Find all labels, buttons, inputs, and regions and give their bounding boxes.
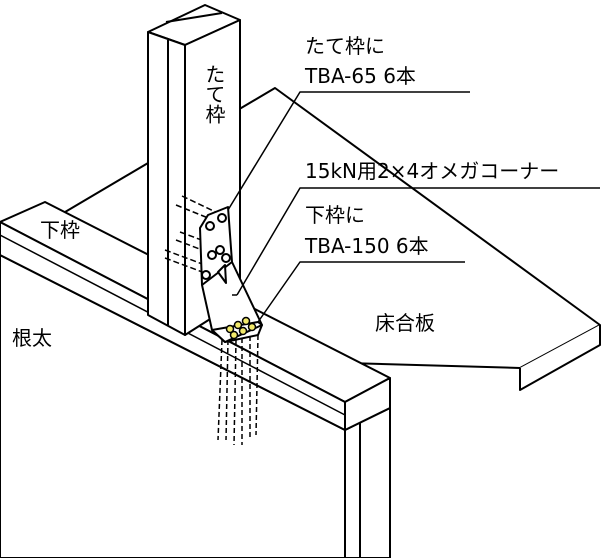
screw-head <box>221 253 231 263</box>
screw-head <box>207 250 217 260</box>
bracket-label: 15kN用2×4オメガコーナー <box>305 159 560 183</box>
sill-label: 下枠 <box>40 218 80 242</box>
screw-head <box>201 270 211 280</box>
stud-screws-label-1: たて枠に <box>305 34 385 58</box>
screw-head <box>215 245 225 255</box>
stud-label: たて枠 <box>202 64 226 124</box>
sill-screws-label-2: TBA-150 6本 <box>305 234 429 258</box>
leader-lines <box>227 91 600 323</box>
stud-screws-label-2: TBA-65 6本 <box>305 64 416 88</box>
sill-screw-head <box>229 330 239 340</box>
omega-corner-bracket <box>199 206 263 343</box>
sill-screws-hidden <box>217 334 259 446</box>
sill-screw-head <box>225 324 235 334</box>
joist-label: 根太 <box>12 326 52 350</box>
sill-screw-head <box>238 326 248 336</box>
sill-screw-head <box>233 320 243 330</box>
sill-screws-label-1: 下枠に <box>305 203 365 227</box>
screw-head <box>217 213 227 223</box>
plywood-label: 床合板 <box>375 311 435 335</box>
sill-screw-head <box>241 316 251 326</box>
screw-head <box>205 221 215 231</box>
sill-screw-head <box>247 322 257 332</box>
